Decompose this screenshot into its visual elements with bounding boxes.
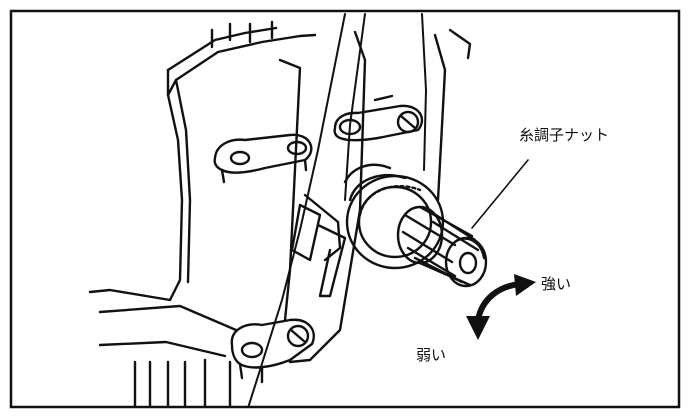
label-weak: 弱い (416, 346, 446, 364)
tension-assembly (343, 163, 445, 270)
rotation-arrow-icon (466, 274, 536, 340)
thread-guide-right (333, 94, 424, 142)
machine-body (88, 20, 472, 406)
label-strong: 強い (541, 275, 571, 293)
tension-nut-icon (396, 205, 488, 288)
take-up-spring (290, 193, 347, 298)
callout-leader-line (471, 159, 529, 229)
figure-frame (9, 9, 681, 409)
callout-label-tension-nut: 糸調子ナット (519, 126, 609, 144)
thread-lines (247, 13, 427, 406)
thread-guide-lower (230, 318, 315, 384)
thread-guide-left (213, 133, 313, 184)
